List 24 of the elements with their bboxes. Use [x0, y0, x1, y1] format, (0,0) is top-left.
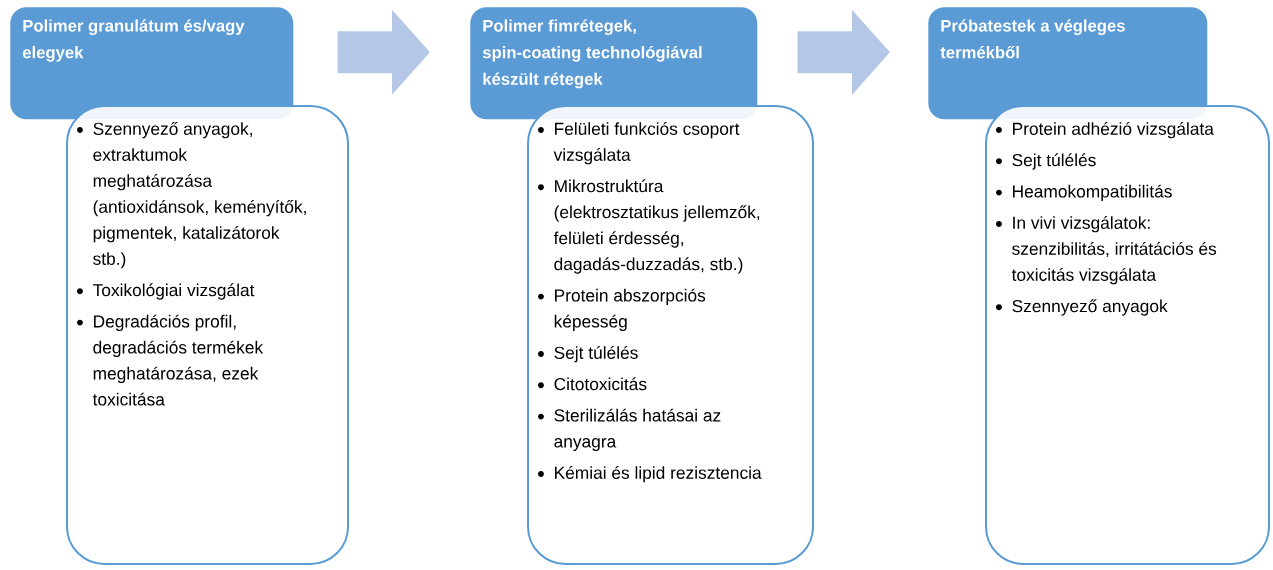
bullet-item: Protein adhézió vizsgálata	[1013, 122, 1214, 139]
list-box	[66, 105, 349, 565]
list-box	[985, 105, 1270, 565]
bullet-item: Degradációs profil, degradációs termékek meghatározása, ezek toxicitása	[92, 314, 264, 406]
bullet-item: Mikrostruktúra (elektrosztatikus jellemzők, felületi érdesség, dagadás-duzzadás, stb.)	[553, 179, 760, 274]
bullet-item: Toxikológiai vizsgálat	[93, 283, 255, 300]
box-heading: Polimer fimrétegek, spin-coating technológiával készült rétegek	[482, 19, 702, 89]
bullet-item: Sejt túlélés	[1012, 153, 1096, 170]
bullet-item: Felületi funkciós csoport vizsgálata	[553, 122, 740, 165]
bullet-item: Heamokompatibilitás	[1013, 184, 1172, 201]
bullet-item: Citotoxicitás	[554, 377, 647, 391]
bullet-item: Szennyező anyagok	[1012, 299, 1168, 316]
box-heading: Polimer granulátum és/vagy elegyek	[22, 19, 245, 62]
bullet-item: In vivi vizsgálatok: szenzibilitás, irritátációs és toxicitás vizsgálata	[1011, 216, 1217, 285]
bullet-item: Szennyező anyagok, extraktumok meghatározása (antioxidánsok, keményítők, pigmentek, katalizátorok stb.)	[93, 122, 306, 269]
bullet-item: Kémiai és lipid rezisztencia	[555, 466, 762, 483]
bullet-item: Protein abszorpciós képesség	[554, 288, 706, 331]
list-box	[527, 105, 814, 565]
bullet-item: Sterilizálás hatásai az anyagra	[554, 408, 721, 451]
header-box	[928, 7, 1208, 120]
header-box	[470, 7, 758, 120]
box-heading: Próbatestek a végleges termékből	[940, 19, 1125, 59]
header-box	[10, 7, 294, 120]
bullet-item: Sejt túlélés	[554, 346, 638, 363]
